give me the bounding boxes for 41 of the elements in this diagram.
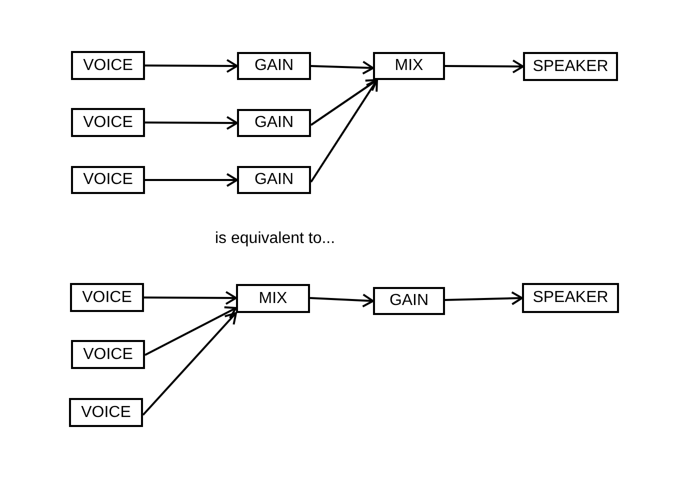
- box-label: GAIN: [254, 171, 294, 189]
- process-box: [71, 340, 145, 369]
- box-label: VOICE: [82, 288, 132, 306]
- process-box: [373, 52, 445, 80]
- arrow: [310, 60, 374, 75]
- process-box: [237, 166, 311, 194]
- arrow: [142, 312, 237, 416]
- process-box: [373, 287, 445, 315]
- box-label: VOICE: [83, 346, 133, 364]
- process-box: [523, 52, 618, 81]
- box-label: MIX: [258, 290, 288, 308]
- process-box: [71, 51, 145, 80]
- process-box: [237, 109, 311, 137]
- box-label: VOICE: [83, 171, 133, 189]
- box-label: VOICE: [83, 56, 133, 74]
- process-box: [236, 284, 310, 313]
- box-label: MIX: [394, 57, 424, 75]
- arrow: [145, 173, 238, 187]
- process-box: [71, 166, 145, 194]
- arrow: [310, 294, 374, 308]
- process-box: [70, 283, 144, 312]
- process-box: [69, 398, 143, 427]
- note-text: is equivalent to...: [215, 230, 336, 248]
- box-label: SPEAKER: [532, 289, 608, 307]
- arrow: [145, 58, 238, 73]
- process-box: [237, 52, 311, 80]
- box-label: SPEAKER: [532, 58, 608, 76]
- arrow: [145, 116, 238, 130]
- arrow: [144, 306, 237, 356]
- process-box: [522, 283, 619, 313]
- arrow: [445, 59, 524, 74]
- process-box: [71, 108, 145, 137]
- arrow: [310, 79, 378, 183]
- box-label: GAIN: [389, 292, 429, 310]
- box-label: GAIN: [254, 57, 294, 75]
- arrow: [144, 290, 237, 305]
- box-label: VOICE: [81, 404, 131, 422]
- box-label: VOICE: [83, 114, 133, 132]
- box-label: GAIN: [254, 114, 294, 132]
- arrow: [444, 291, 523, 306]
- arrow: [310, 79, 378, 126]
